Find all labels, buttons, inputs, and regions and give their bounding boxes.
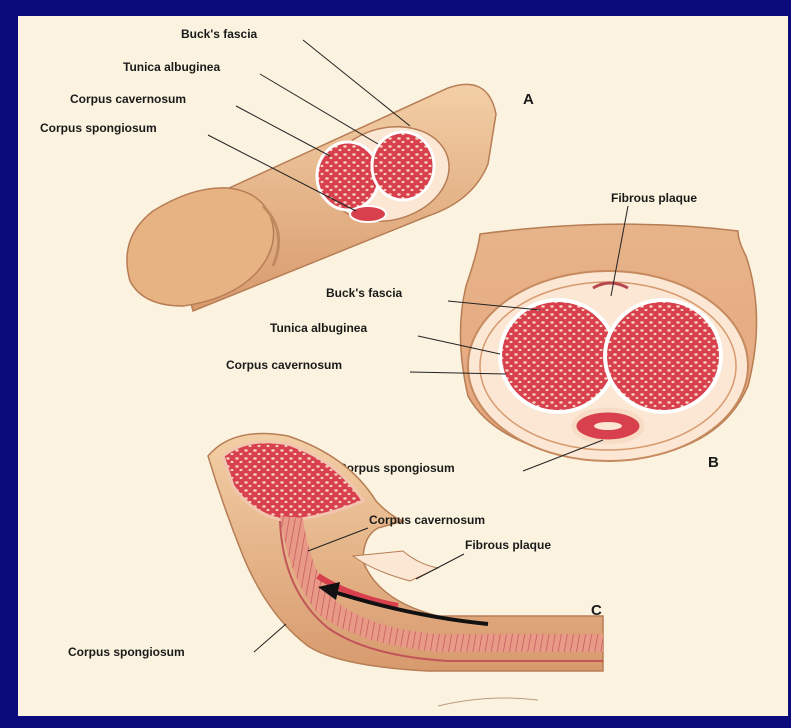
label-c-corpus-spongiosum: Corpus spongiosum [68, 645, 185, 659]
label-c-corpus-cavernosum: Corpus cavernosum [369, 513, 485, 527]
leader-a-corpus-cavernosum [236, 106, 330, 156]
label-b-corpus-spongiosum: Corpus spongiosum [338, 461, 455, 475]
label-b-bucks-fascia: Buck's fascia [326, 286, 403, 300]
label-a-corpus-cavernosum: Corpus cavernosum [70, 92, 186, 106]
leader-c-corpus-spongiosum [254, 624, 286, 652]
leader-a-bucks-fascia [303, 40, 410, 126]
leader-a-tunica-albuginea [260, 74, 378, 144]
label-a-tunica-albuginea: Tunica albuginea [123, 60, 220, 74]
label-a-bucks-fascia: Buck's fascia [181, 27, 258, 41]
label-b-fibrous-plaque: Fibrous plaque [611, 191, 697, 205]
panel-c-letter: C [591, 602, 602, 619]
panel-a-letter: A [523, 91, 534, 108]
label-c-fibrous-plaque: Fibrous plaque [465, 538, 551, 552]
label-b-corpus-cavernosum: Corpus cavernosum [226, 358, 342, 372]
illustration-panel: Buck's fascia Tunica albuginea Corpus ca… [18, 16, 788, 716]
panel-a-illustration [127, 84, 496, 311]
panel-b-letter: B [708, 454, 719, 471]
label-a-corpus-spongiosum: Corpus spongiosum [40, 121, 157, 135]
panel-b-illustration [460, 224, 756, 461]
label-b-tunica-albuginea: Tunica albuginea [270, 321, 367, 335]
anatomy-figure: Buck's fascia Tunica albuginea Corpus ca… [18, 16, 788, 716]
